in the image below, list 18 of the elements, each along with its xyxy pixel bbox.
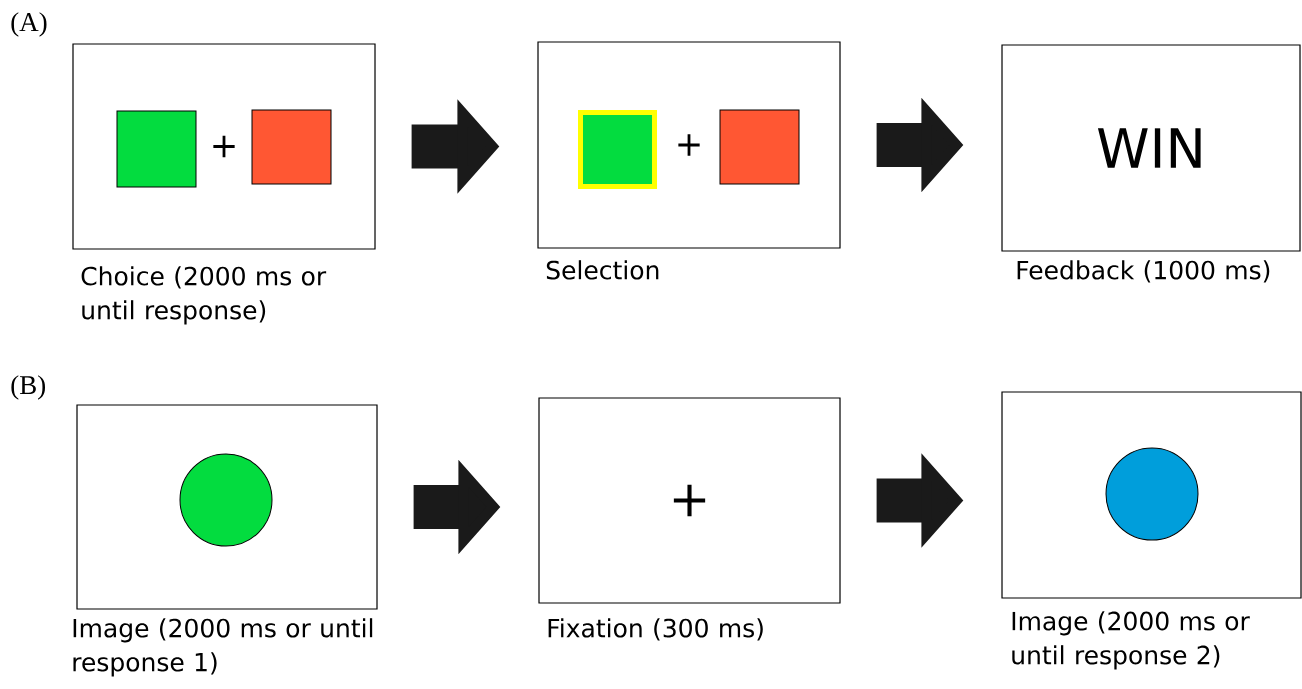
- panel-label: (B): [11, 375, 45, 400]
- square-stimulus: [719, 109, 800, 185]
- node-label: Fixation (300 ms): [548, 618, 763, 641]
- screen-frame: +: [537, 41, 841, 249]
- panel-label: (A): [11, 12, 47, 37]
- screen-frame: WIN: [1001, 44, 1301, 252]
- highlighted-square-stimulus: [578, 110, 657, 189]
- node-label: Choice (2000 ms or until response): [81, 266, 327, 325]
- circle-stimulus: [179, 453, 273, 547]
- screen-frame: +: [72, 43, 376, 250]
- node-label: Feedback (1000 ms): [1017, 260, 1270, 283]
- screen-frame: +: [538, 397, 841, 604]
- square-stimulus: [251, 109, 332, 185]
- node-label: Image (2000 ms or until response 1): [73, 618, 373, 677]
- node-label: Selection: [546, 260, 659, 280]
- circle-stimulus: [1105, 447, 1199, 541]
- node-label: Image (2000 ms or until response 2): [1012, 611, 1250, 670]
- square-stimulus: [116, 110, 197, 188]
